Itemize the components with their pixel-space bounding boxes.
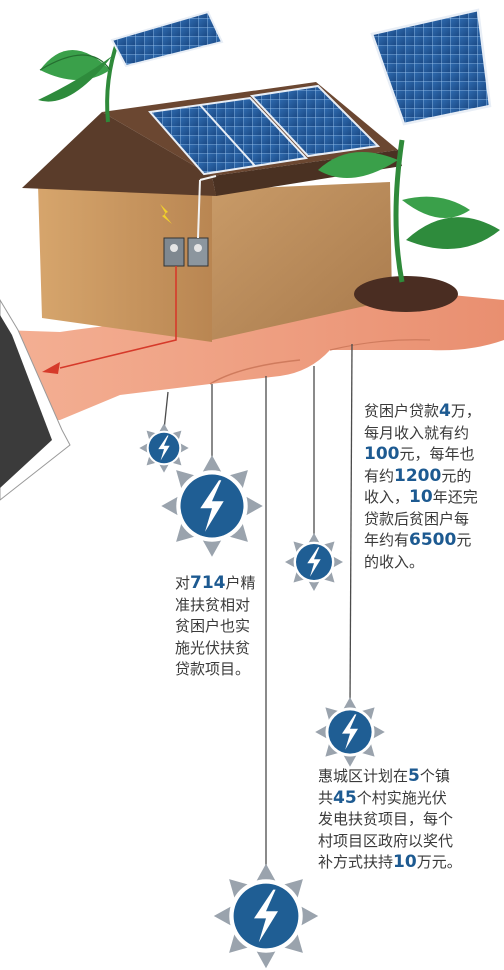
lightning-medallion-icon bbox=[161, 455, 263, 557]
caption-line: 收入，10年还完 bbox=[364, 487, 481, 509]
caption-line: 惠城区计划在5个镇 bbox=[318, 766, 462, 788]
caption-text: 万元。 bbox=[416, 853, 462, 871]
caption-number: 5 bbox=[408, 766, 420, 786]
caption-text: 户精 bbox=[225, 574, 256, 592]
caption-text: 对 bbox=[175, 574, 191, 592]
caption-number: 4 bbox=[439, 401, 451, 421]
caption-number: 100 bbox=[364, 444, 400, 464]
caption-text: 的收入。 bbox=[364, 552, 425, 571]
caption-line: 贫困户也实 bbox=[175, 616, 256, 638]
caption-line: 贫困户贷款4万， bbox=[364, 401, 481, 423]
caption-line: 发电扶贫项目，每个 bbox=[318, 809, 462, 831]
caption-text: 补方式扶持 bbox=[318, 853, 394, 871]
caption-line: 年约有6500元 bbox=[364, 530, 481, 552]
caption-text: 村项目区政府以奖代 bbox=[318, 831, 454, 850]
caption-text: 共 bbox=[318, 788, 334, 807]
caption-text: 贷款后贫困户每 bbox=[364, 509, 470, 528]
caption-text: 年还完 bbox=[432, 488, 478, 506]
lightning-medallion-icon bbox=[315, 697, 385, 767]
caption-text: 个镇 bbox=[419, 767, 450, 785]
house-icon bbox=[22, 82, 402, 374]
caption-text: 准扶贫相对 bbox=[175, 595, 251, 614]
caption-line: 对714户精 bbox=[175, 573, 256, 595]
caption-text: 发电扶贫项目，每个 bbox=[318, 810, 454, 828]
lightning-medallion-icon bbox=[285, 533, 343, 591]
sprout-icon bbox=[38, 10, 224, 123]
caption-text: 贫困户贷款 bbox=[364, 402, 440, 420]
caption-text: 贫困户也实 bbox=[175, 617, 251, 635]
solar-panel-icon bbox=[148, 84, 381, 176]
caption-line: 贷款后贫困户每 bbox=[364, 509, 481, 531]
caption-number: 714 bbox=[190, 573, 226, 593]
caption-line: 100元，每年也 bbox=[364, 444, 481, 466]
caption-number: 45 bbox=[333, 787, 357, 808]
caption-text: 年约有 bbox=[364, 531, 410, 549]
caption-text: 惠城区计划在 bbox=[318, 767, 409, 785]
caption-line: 村项目区政府以奖代 bbox=[318, 831, 462, 853]
caption-line: 贷款项目。 bbox=[175, 659, 256, 681]
caption-text: 元，每年也 bbox=[399, 445, 475, 463]
caption-number: 10 bbox=[409, 487, 433, 507]
caption-text: 个村实施光伏 bbox=[356, 788, 447, 807]
caption-line: 补方式扶持10万元。 bbox=[318, 852, 462, 874]
lightning-medallion-icon bbox=[213, 863, 319, 969]
lightning-medallion-icon bbox=[139, 423, 189, 473]
caption-text: 元 bbox=[456, 531, 472, 549]
caption-line: 有约1200元的 bbox=[364, 466, 481, 488]
caption-714-households: 对714户精准扶贫相对贫困户也实施光伏扶贫贷款项目。 bbox=[175, 573, 256, 681]
sprout-icon bbox=[318, 8, 500, 312]
caption-text: 贷款项目。 bbox=[175, 660, 251, 678]
caption-text: 施光伏扶贫 bbox=[175, 638, 251, 657]
caption-text: 有约 bbox=[364, 466, 395, 485]
caption-line: 共45个村实施光伏 bbox=[318, 788, 462, 810]
caption-village-plan: 惠城区计划在5个镇共45个村实施光伏发电扶贫项目，每个村项目区政府以奖代补方式扶… bbox=[318, 766, 462, 874]
caption-line: 准扶贫相对 bbox=[175, 595, 256, 617]
caption-text: 元的 bbox=[441, 466, 472, 485]
hanging-strings bbox=[163, 343, 353, 880]
caption-text: 收入， bbox=[364, 488, 410, 506]
caption-number: 1200 bbox=[394, 465, 442, 486]
caption-line: 每月收入就有约 bbox=[364, 423, 481, 445]
caption-text: 万， bbox=[450, 402, 481, 420]
caption-number: 6500 bbox=[409, 530, 457, 550]
caption-line: 的收入。 bbox=[364, 552, 481, 574]
caption-number: 10 bbox=[393, 852, 417, 872]
caption-text: 每月收入就有约 bbox=[364, 423, 470, 442]
caption-line: 施光伏扶贫 bbox=[175, 638, 256, 660]
